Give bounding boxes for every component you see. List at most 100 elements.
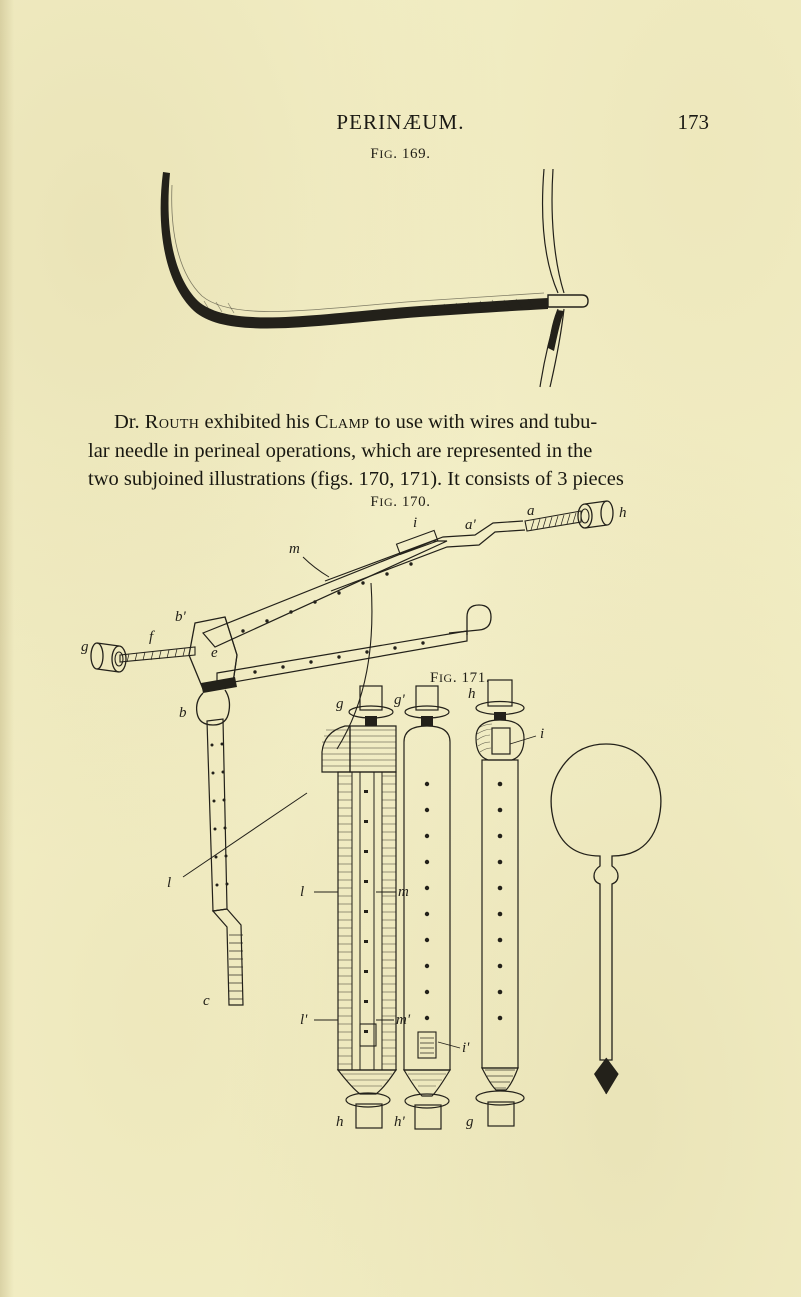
fig170-label-h: h	[619, 505, 627, 521]
piece1-hatching-barrel	[338, 775, 396, 1065]
piece1-hatching-head	[322, 729, 396, 767]
fig171-label-l-mid: l	[300, 884, 304, 900]
fig-169-caption: FIG. 169.	[0, 146, 801, 163]
piece3-foot	[481, 1067, 519, 1091]
wire-loop-body	[550, 743, 662, 1061]
fig171-label-m-mid: m	[398, 884, 409, 900]
upper-bar-perforations	[241, 562, 413, 633]
fig171-label-g-bottom: g	[466, 1114, 474, 1130]
fig170-label-g: g	[81, 639, 89, 655]
body-line1-lead: Dr.	[114, 411, 145, 433]
piece3-bottom-nut-g	[487, 1101, 515, 1127]
lower-bar-hook	[448, 604, 492, 635]
piece3-shoulder	[475, 719, 525, 761]
fig171-label-l-prime-mid: l'	[300, 1012, 308, 1028]
piece2-window-i-prime	[417, 1031, 437, 1059]
top-rail-upper-edge	[324, 520, 524, 582]
fig170-label-l: l	[167, 875, 171, 891]
vertical-shaft	[206, 718, 228, 912]
fig-170-caption-number: . 170.	[393, 494, 431, 510]
piece2-bottom-nut-h-prime	[414, 1104, 442, 1130]
wire-upper	[541, 168, 565, 294]
piece1-foot	[336, 1069, 398, 1095]
body-line3: two subjoined illustrations (figs. 170, …	[88, 468, 624, 490]
piece2-perforations	[424, 781, 430, 1021]
fig170-label-m: m	[289, 541, 300, 557]
right-screw-threads	[530, 512, 577, 531]
wire-loop-tip	[594, 1058, 618, 1094]
guide-arc-upper	[336, 582, 373, 750]
piece3-neck	[494, 712, 506, 720]
label-i-top-leader	[509, 735, 537, 745]
piece1-head-right	[349, 725, 397, 773]
joint-collar	[201, 677, 237, 693]
body-line1-tail: to use with wires and tubu-	[369, 411, 598, 433]
thumb-nut-g	[90, 642, 127, 673]
joint-lug-b	[195, 689, 231, 726]
fig-170-illustration: g f b' e b m i a' a h l c	[75, 500, 627, 1025]
fig171-label-m-prime-mid: m'	[396, 1012, 411, 1028]
fig171-label-g-top: g	[336, 696, 344, 712]
fig171-label-g-prime-top: g'	[394, 692, 406, 708]
fig170-label-f: f	[149, 629, 155, 645]
fig170-label-b-prime: b'	[175, 609, 187, 625]
left-screw-shaft	[119, 646, 196, 663]
body-line2: lar needle in perineal operations, which…	[88, 439, 593, 462]
running-head: PERINÆUM. 173	[0, 110, 801, 136]
fig-170-caption-text: F	[370, 494, 380, 510]
piece3-bottom-flange	[475, 1090, 525, 1106]
fig-169-caption-text: F	[370, 146, 380, 162]
fig-170-caption: FIG. 170.	[0, 494, 801, 511]
piece2-nut-g-prime	[415, 685, 439, 711]
fig-170-caption-smallcaps: IG	[379, 495, 394, 509]
page-gutter-shadow	[0, 0, 14, 1297]
top-rail-lower-edge	[330, 529, 526, 592]
wire-shadow	[548, 310, 564, 351]
lower-bar-perforations	[253, 641, 425, 674]
needle-hatching	[203, 298, 535, 316]
fig-169-caption-number: . 169.	[393, 146, 431, 162]
fig170-label-a: a	[527, 503, 535, 519]
label-m-leader	[302, 556, 330, 578]
piece3-window-i	[491, 727, 511, 755]
piece1-nut-g	[359, 685, 383, 711]
piece2-barrel	[403, 725, 451, 1071]
fig-171-caption: FIG. 171.	[430, 670, 490, 687]
piece1-neck	[365, 716, 377, 726]
label-i-prime-leader	[437, 1041, 461, 1049]
fig170-label-i: i	[413, 515, 417, 531]
fig-171-caption-number: . 171.	[452, 670, 491, 686]
piece1-barrel	[337, 771, 397, 1071]
piece1-rod-marks	[364, 790, 368, 1033]
piece-3-tube	[475, 679, 525, 1127]
body-paragraph: Dr. Routh exhibited his Clamp to use wit…	[88, 408, 716, 494]
right-screw-shaft	[524, 510, 582, 532]
needle-highlight	[171, 184, 545, 312]
fig171-label-i-prime-mid: i'	[462, 1040, 470, 1056]
piece1-bottom-flange	[345, 1092, 391, 1108]
fig171-label-h-prime-bottom: h'	[394, 1114, 406, 1130]
upper-bar	[201, 540, 448, 648]
fig170-label-e: e	[211, 645, 218, 661]
vertical-shaft-perforations	[210, 742, 229, 887]
fig-171-illustration: g g' h i l m l' m' i' h h' g	[300, 679, 700, 1170]
fig-169-illustration	[120, 165, 590, 390]
rail-slide-i	[395, 529, 439, 556]
piece1-window	[359, 1023, 377, 1047]
piece3-perforations	[497, 781, 503, 1021]
wire-loop-tip-edge	[605, 1057, 619, 1095]
piece-1-sectioned	[321, 685, 398, 1129]
fig170-label-c: c	[203, 993, 210, 1009]
shaft-threaded-tail	[211, 908, 244, 1006]
fig171-label-h-bottom: h	[336, 1114, 344, 1130]
author-name: Routh	[144, 411, 200, 433]
thumb-nut-h	[577, 500, 614, 529]
needle-body	[160, 172, 548, 329]
left-screw-threads	[126, 647, 186, 663]
piece2-bottom-flange	[404, 1093, 450, 1109]
fig171-label-h-top: h	[468, 686, 476, 702]
fig170-label-a-prime: a'	[465, 517, 477, 533]
page-number: 173	[677, 110, 710, 134]
piece3-shoulder-hatch	[476, 723, 493, 753]
